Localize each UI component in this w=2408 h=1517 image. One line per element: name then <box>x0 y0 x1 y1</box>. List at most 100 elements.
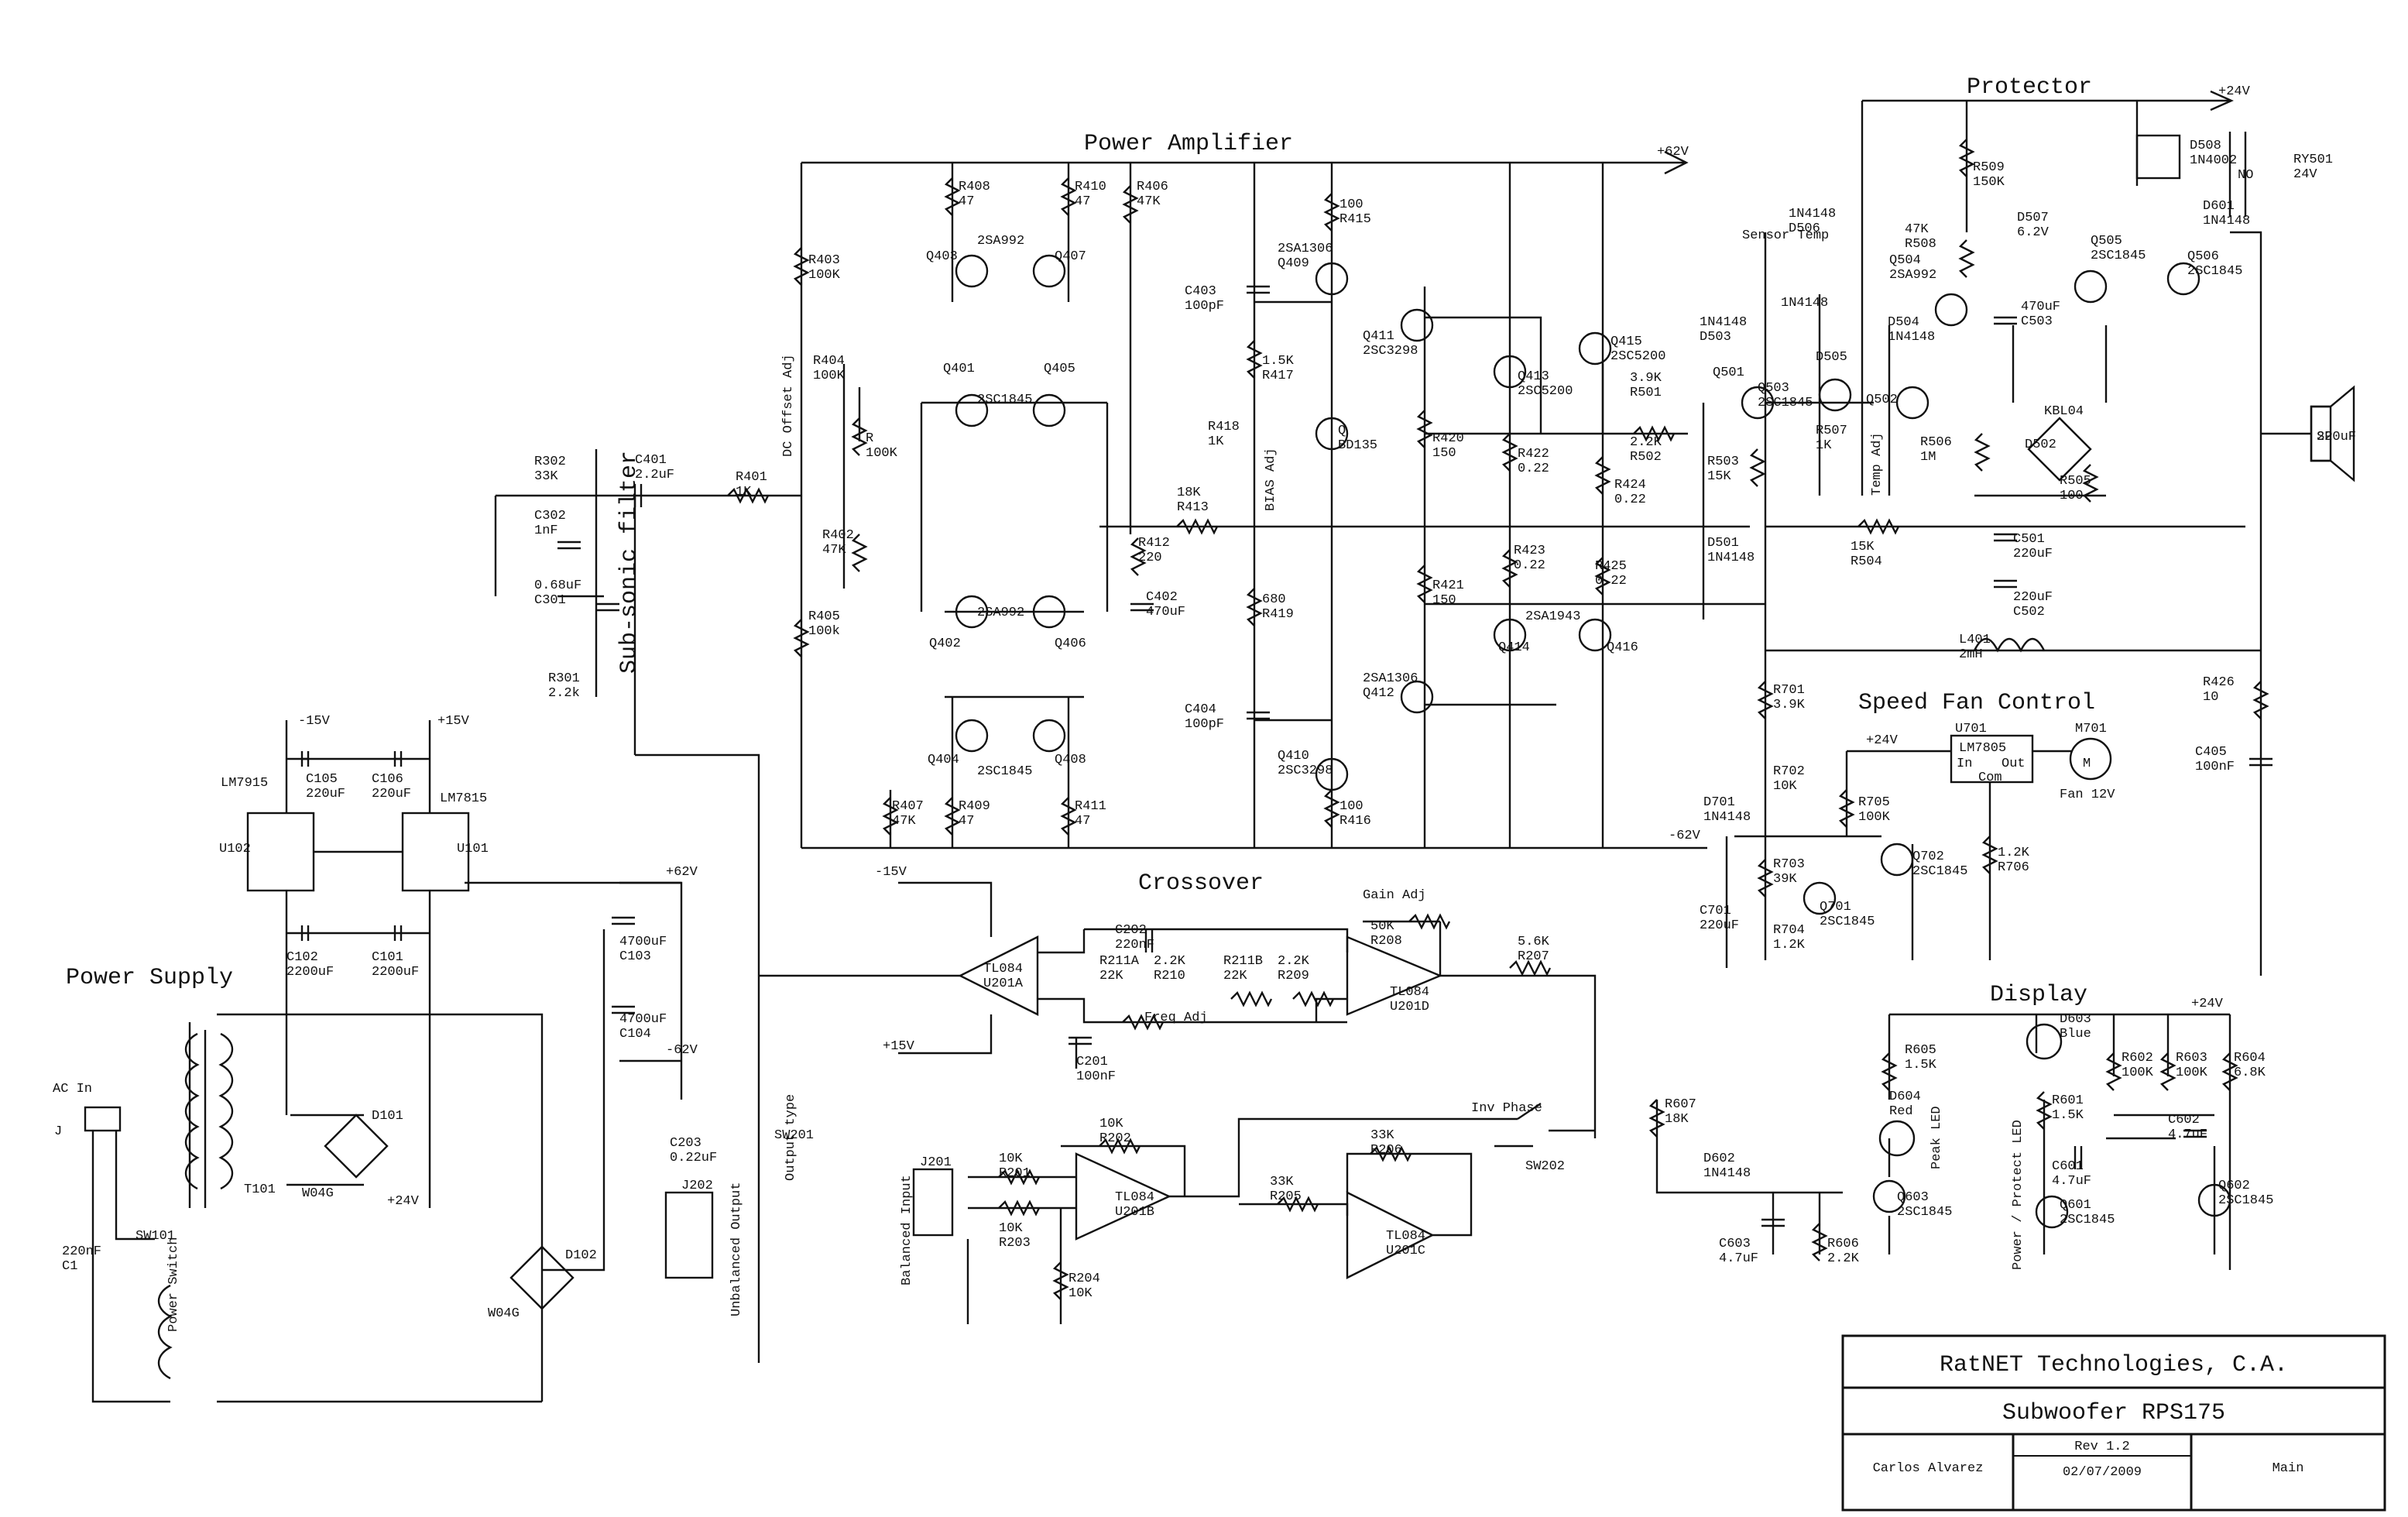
component-label-line: 10K <box>1099 1117 1123 1131</box>
component-label-line: U201B <box>1115 1205 1154 1220</box>
component-label-line: R607 <box>1665 1097 1696 1112</box>
ac-in-connector <box>84 1106 122 1132</box>
component-label-line: J202 <box>681 1179 713 1193</box>
component-label-line: 1K <box>1208 434 1224 449</box>
component-label-line: C401 <box>635 453 667 468</box>
power-supply-section: Power Supply -15V +15V +62V -62V +24V AC… <box>53 714 698 1403</box>
component-label-line: 4.7uF <box>2052 1174 2091 1189</box>
component-label-line: 2SC1845 <box>2060 1213 2115 1227</box>
component-label-line: R505 <box>2060 474 2091 489</box>
component-label-sw202: SW202 <box>1525 1159 1565 1174</box>
title-block-sheet: Main <box>2273 1461 2304 1476</box>
component-label-line: R209 <box>1278 969 1309 983</box>
component-label-line: 1N4148 <box>1888 330 1935 345</box>
component-label-line: 6.2V <box>2017 225 2050 240</box>
rail-label-p24-psu: +24V <box>387 1194 420 1209</box>
component-label-line: RY501 <box>2293 153 2333 167</box>
component-label-in: In <box>1957 757 1972 771</box>
component-label-line: 47 <box>959 814 974 829</box>
component-label-line: 2SC1845 <box>977 393 1032 407</box>
bias-adj-label: BIAS Adj <box>1264 448 1278 511</box>
component-label-line: 100K <box>866 446 898 461</box>
component-label-line: Q403 <box>926 249 958 264</box>
component-label-line: D505 <box>1816 350 1847 365</box>
component-label-line: C701 <box>1700 904 1731 918</box>
component-label-line: 150 <box>1432 593 1456 608</box>
component-label-line: C301 <box>534 593 566 608</box>
component-label-2sa992b: 2SA992 <box>977 606 1024 620</box>
component-label-line: R604 <box>2234 1051 2266 1066</box>
component-label-line: Q <box>1338 424 1346 438</box>
component-label-line: 1N4148 <box>1707 551 1755 565</box>
component-label-line: 0.22 <box>1595 574 1627 589</box>
component-label-sw101: SW101 <box>135 1229 175 1244</box>
component-label-j: J <box>54 1124 62 1139</box>
component-label-line: 10 <box>2203 690 2218 705</box>
component-label-line: 47K <box>1905 222 1929 237</box>
component-label-line: 39K <box>1773 872 1797 887</box>
component-label-line: C105 <box>306 772 338 787</box>
opamp-u201c <box>1346 1191 1435 1279</box>
component-label-line: 100nF <box>2195 760 2235 774</box>
component-label-line: R211A <box>1099 954 1140 969</box>
component-label-line: Q406 <box>1055 637 1086 651</box>
component-label-line: 100pF <box>1185 299 1224 314</box>
component-label-line: 2200uF <box>372 965 419 980</box>
component-label-line: Q409 <box>1278 256 1309 271</box>
component-label-line: 0.22 <box>1514 558 1545 573</box>
component-label-line: 470uF <box>2021 300 2060 314</box>
component-label-line: Q416 <box>1607 640 1638 655</box>
component-label-line: R508 <box>1905 237 1936 252</box>
component-label-j202: J202 <box>681 1179 713 1193</box>
component-label-line: 2SC3298 <box>1363 344 1418 359</box>
component-label-line: LM7805 <box>1959 741 2006 756</box>
component-label-fan: Fan 12V <box>2060 788 2115 802</box>
component-label-line: 0.68uF <box>534 578 581 593</box>
component-label-line: D102 <box>565 1248 597 1263</box>
component-label-line: U102 <box>219 842 251 856</box>
power-amplifier-section: Power Amplifier +62V -62V <box>494 131 1765 1363</box>
component-label-line: Q506 <box>2187 249 2219 264</box>
component-label-line: C302 <box>534 509 566 523</box>
component-label-line: R602 <box>2122 1051 2153 1066</box>
rail-label-p24-protector: +24V <box>2218 84 2251 99</box>
component-label-line: Q404 <box>928 753 959 767</box>
peak-led-label: Peak LED <box>1929 1106 1944 1169</box>
component-label-line: 2SA1306 <box>1278 242 1333 256</box>
component-label-m701: M701 <box>2075 722 2107 736</box>
component-label-line: C1 <box>62 1259 77 1274</box>
inv-phase-label: Inv Phase <box>1471 1101 1542 1116</box>
component-label-line: 15K <box>1851 540 1875 554</box>
component-label-line: L401 <box>1959 633 1991 647</box>
component-label-line: R413 <box>1177 500 1209 515</box>
component-label-line: R302 <box>534 455 566 469</box>
component-label-out: Out <box>2002 757 2026 771</box>
section-title-protector: Protector <box>1967 74 2092 101</box>
component-label-u701: U701 <box>1955 722 1987 736</box>
component-label-line: Q601 <box>2060 1198 2091 1213</box>
